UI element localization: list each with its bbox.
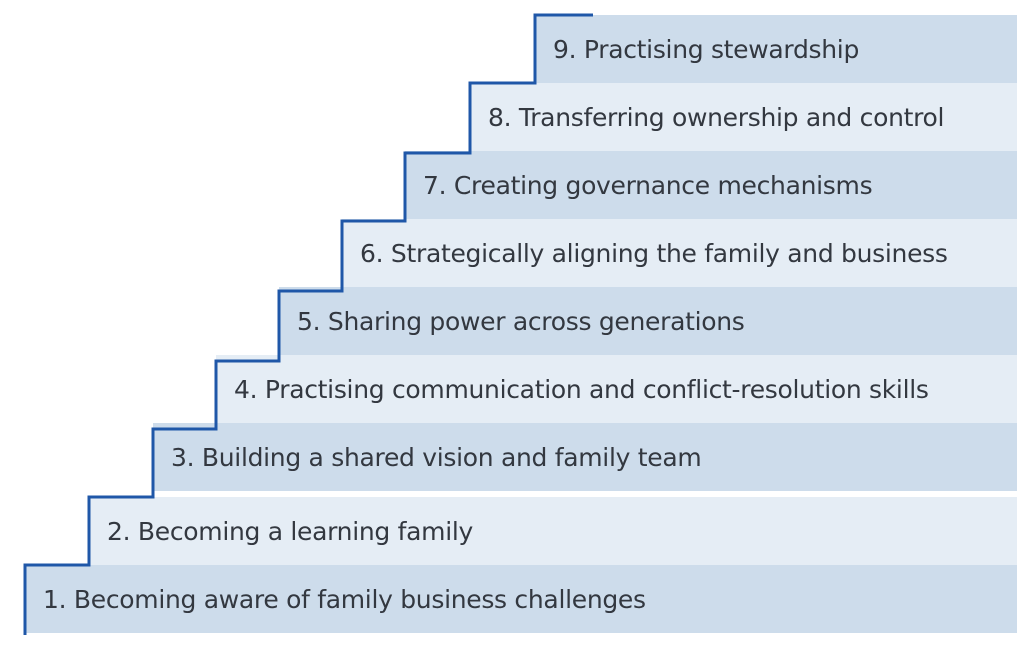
step-8: 8. Transferring ownership and control (470, 83, 1017, 151)
step-8-label: 8. Transferring ownership and control (488, 102, 945, 132)
step-5-label: 5. Sharing power across generations (297, 306, 745, 336)
step-5: 5. Sharing power across generations (279, 287, 1017, 355)
step-2-label: 2. Becoming a learning family (107, 516, 473, 546)
step-9: 9. Practising stewardship (535, 15, 1017, 83)
step-6-label: 6. Strategically aligning the family and… (360, 238, 948, 268)
step-7: 7. Creating governance mechanisms (405, 151, 1017, 219)
step-3: 3. Building a shared vision and family t… (153, 423, 1017, 491)
step-2: 2. Becoming a learning family (89, 497, 1017, 565)
step-4-label: 4. Practising communication and conflict… (234, 374, 929, 404)
step-3-label: 3. Building a shared vision and family t… (171, 442, 702, 472)
step-1-label: 1. Becoming aware of family business cha… (43, 584, 646, 614)
step-4: 4. Practising communication and conflict… (216, 355, 1017, 423)
step-1: 1. Becoming aware of family business cha… (25, 565, 1017, 633)
step-7-label: 7. Creating governance mechanisms (423, 170, 873, 200)
step-9-label: 9. Practising stewardship (553, 34, 860, 64)
step-6: 6. Strategically aligning the family and… (342, 219, 1017, 287)
